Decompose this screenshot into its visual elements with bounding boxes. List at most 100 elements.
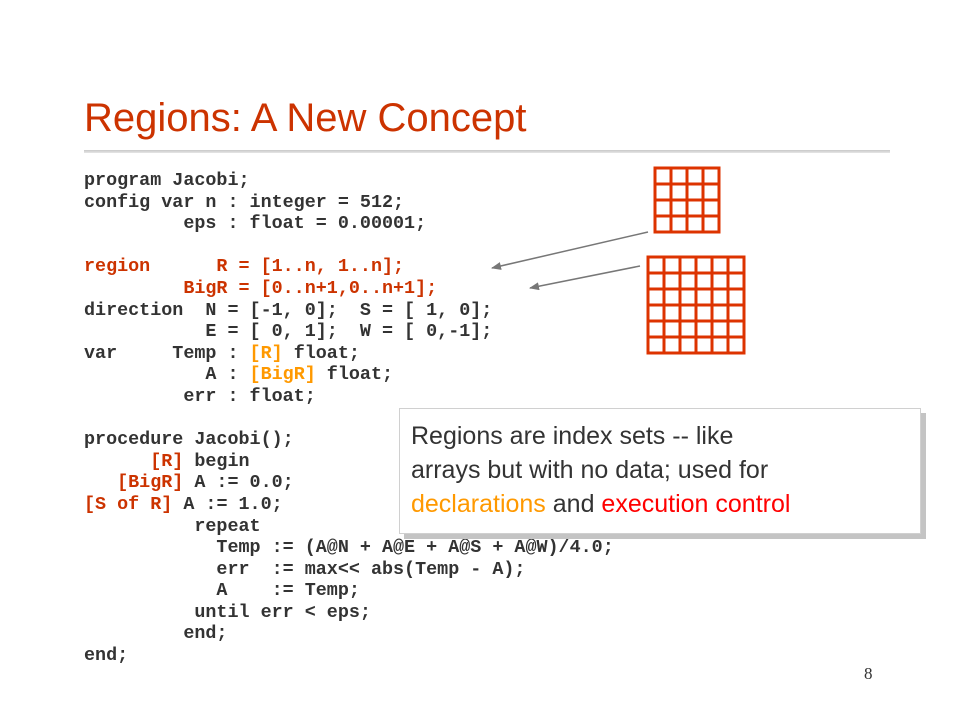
grid-cell xyxy=(694,335,714,355)
code-line: err := max<< abs(Temp - A); xyxy=(84,559,614,581)
page-number: 8 xyxy=(864,664,873,683)
code-line: program Jacobi; xyxy=(84,170,614,192)
grid-cell xyxy=(694,271,714,291)
code-token: eps : float = 0.00001; xyxy=(84,213,427,235)
code-line: eps : float = 0.00001; xyxy=(84,213,614,235)
callout-execution-control: execution control xyxy=(601,490,791,518)
grid-cell xyxy=(685,198,705,218)
grid-cell xyxy=(678,319,698,339)
grid-cell xyxy=(726,255,746,275)
callout-line-2: arrays but with no data; used for xyxy=(411,456,769,484)
code-token: procedure Jacobi(); xyxy=(84,429,294,451)
grid-cell xyxy=(646,287,666,307)
code-line: A : [BigR] float; xyxy=(84,364,614,386)
code-token: A := 0.0; xyxy=(183,472,294,494)
region-bigr-grid-icon xyxy=(646,255,746,355)
code-line: region R = [1..n, 1..n]; xyxy=(84,256,614,278)
code-token: A : xyxy=(84,364,250,386)
code-token: E = [ 0, 1]; W = [ 0,-1]; xyxy=(84,321,493,343)
slide-title: Regions: A New Concept xyxy=(84,96,527,140)
grid-cell xyxy=(669,214,689,234)
arrow-to-region-bigr xyxy=(529,265,641,291)
code-line: [BigR] A := 0.0; xyxy=(84,472,614,494)
grid-cell xyxy=(646,255,666,275)
code-token: until err < eps; xyxy=(84,601,371,623)
grid-cell xyxy=(701,182,721,202)
callout-line-3: declarations and execution control xyxy=(411,487,920,521)
grid-cell xyxy=(653,166,673,186)
grid-cell xyxy=(678,255,698,275)
grid-cell xyxy=(678,303,698,323)
code-line: E = [ 0, 1]; W = [ 0,-1]; xyxy=(84,321,614,343)
code-token: err := max<< abs(Temp - A); xyxy=(84,558,526,580)
code-token: config var n : integer = 512; xyxy=(84,191,405,213)
code-line: until err < eps; xyxy=(84,602,614,624)
grid-cell xyxy=(662,271,682,291)
grid-cell xyxy=(685,214,705,234)
code-token: [S of R] xyxy=(84,493,173,515)
code-line: err : float; xyxy=(84,386,614,408)
grid-cell xyxy=(653,214,673,234)
code-line: BigR = [0..n+1,0..n+1]; xyxy=(84,278,614,300)
code-token: [BigR] xyxy=(249,364,316,386)
code-token: [BigR] xyxy=(84,472,184,494)
code-token: A := 1.0; xyxy=(172,493,283,515)
code-token: var Temp : xyxy=(84,342,250,364)
grid-cell xyxy=(662,303,682,323)
code-token: end; xyxy=(84,623,228,645)
code-token: float; xyxy=(282,342,360,364)
callout-and: and xyxy=(545,490,602,518)
code-token: [R] xyxy=(84,450,184,472)
grid-cell xyxy=(710,319,730,339)
grid-cell xyxy=(701,214,721,234)
grid-cell xyxy=(669,198,689,218)
code-token: program Jacobi; xyxy=(84,170,250,191)
grid-cell xyxy=(646,303,666,323)
code-token: Temp := (A@N + A@E + A@S + A@W)/4.0; xyxy=(84,537,614,559)
code-token: repeat xyxy=(84,515,261,537)
grid-cell xyxy=(694,287,714,307)
grid-cell xyxy=(662,335,682,355)
grid-cell xyxy=(685,166,705,186)
grid-cell xyxy=(710,271,730,291)
grid-cell xyxy=(726,287,746,307)
grid-cell xyxy=(646,335,666,355)
code-line: repeat xyxy=(84,516,614,538)
region-r-grid-icon xyxy=(653,166,721,234)
grid-cell xyxy=(662,287,682,307)
callout-line-1: Regions are index sets -- like xyxy=(411,422,734,450)
code-line: var Temp : [R] float; xyxy=(84,343,614,365)
grid-cell xyxy=(710,255,730,275)
grid-cell xyxy=(701,198,721,218)
code-token: direction N = [-1, 0]; S = [ 1, 0]; xyxy=(84,299,493,321)
code-token: BigR = [0..n+1,0..n+1]; xyxy=(84,277,438,299)
code-token: region R = [1..n, 1..n]; xyxy=(84,256,405,278)
callout-declarations: declarations xyxy=(411,490,546,518)
grid-cell xyxy=(669,166,689,186)
code-token: float; xyxy=(315,364,394,386)
code-token: begin xyxy=(183,450,250,472)
grid-cell xyxy=(646,271,666,291)
grid-cell xyxy=(694,303,714,323)
code-token: [R] xyxy=(249,342,283,364)
code-token: A := Temp; xyxy=(84,580,360,602)
grid-cell xyxy=(694,255,714,275)
code-line: [R] begin xyxy=(84,451,614,473)
grid-cell xyxy=(726,335,746,355)
grid-cell xyxy=(710,287,730,307)
code-token: end; xyxy=(84,645,129,667)
grid-cell xyxy=(694,319,714,339)
code-line: Temp := (A@N + A@E + A@S + A@W)/4.0; xyxy=(84,537,614,559)
arrow-to-region-r xyxy=(491,231,649,270)
code-line: direction N = [-1, 0]; S = [ 1, 0]; xyxy=(84,300,614,322)
code-token: err : float; xyxy=(84,385,316,407)
code-line: [S of R] A := 1.0; xyxy=(84,494,614,516)
code-line: A := Temp; xyxy=(84,580,614,602)
grid-cell xyxy=(653,182,673,202)
grid-cell xyxy=(662,319,682,339)
code-line: procedure Jacobi(); xyxy=(84,429,614,451)
grid-cell xyxy=(710,303,730,323)
code-listing: program Jacobi;config var n : integer = … xyxy=(84,170,614,667)
code-line: config var n : integer = 512; xyxy=(84,192,614,214)
